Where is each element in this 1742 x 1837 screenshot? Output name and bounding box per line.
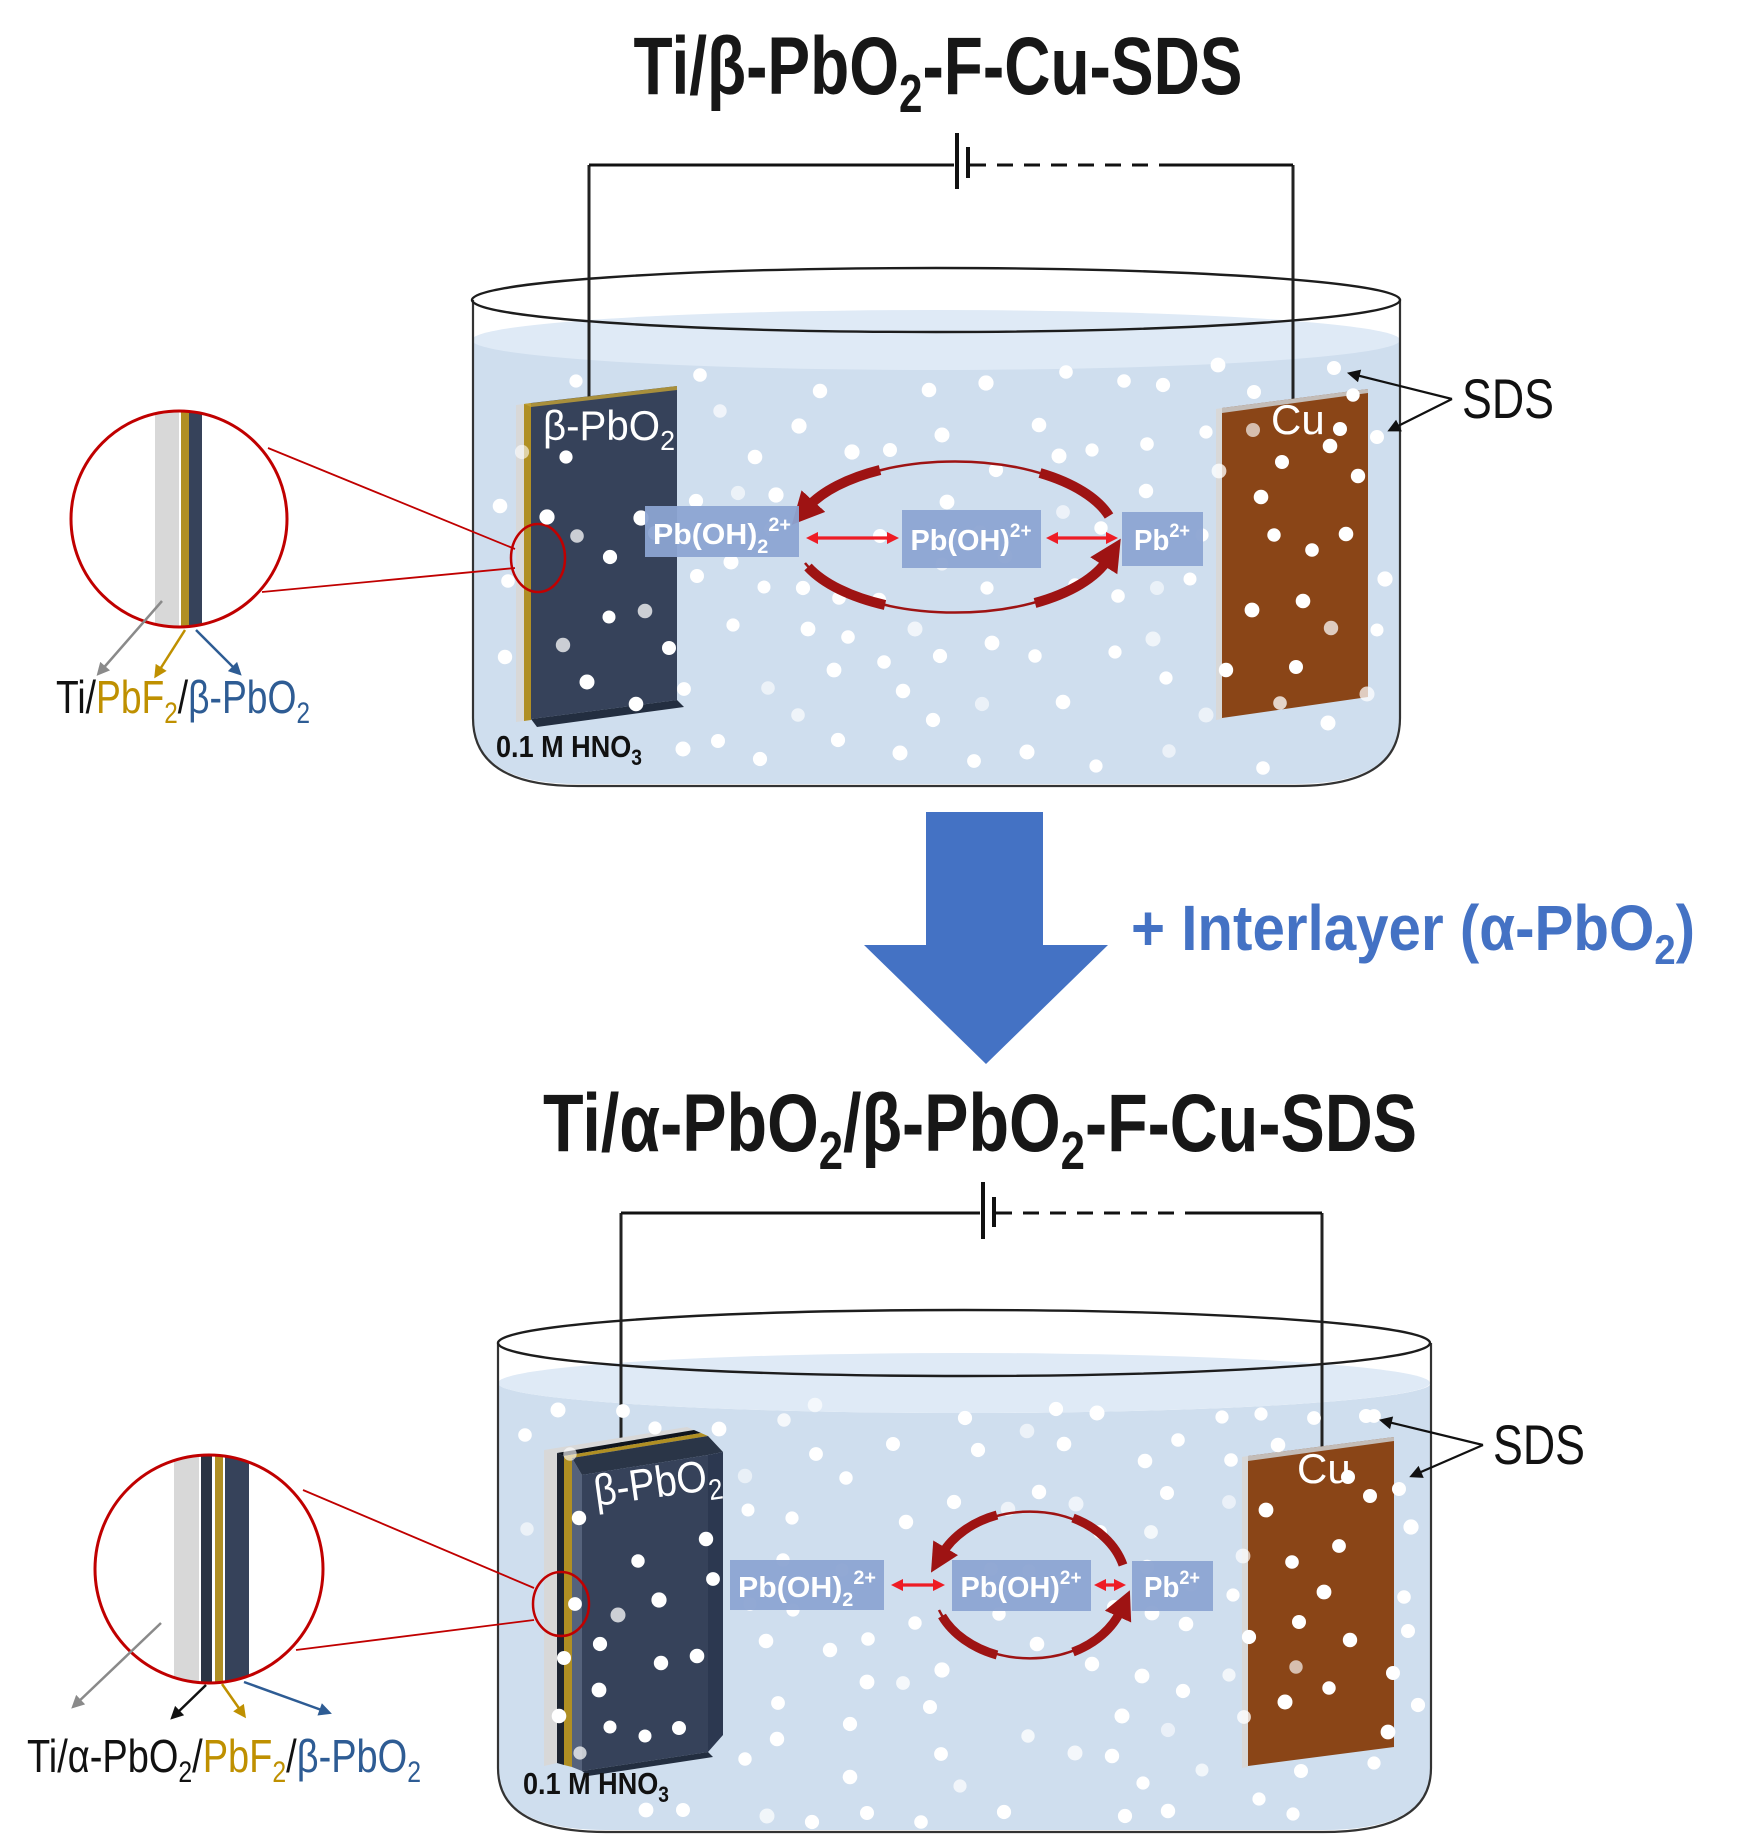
svg-text:Cu: Cu [1297, 1445, 1351, 1492]
svg-text:Ti/β-PbO2-F-Cu-SDS: Ti/β-PbO2-F-Cu-SDS [634, 21, 1243, 124]
svg-text:β-PbO2: β-PbO2 [543, 402, 675, 456]
svg-text:Pb2+: Pb2+ [1134, 521, 1190, 557]
svg-text:SDS: SDS [1493, 1413, 1585, 1476]
svg-text:Ti/α-PbO2/PbF2/β-PbO2: Ti/α-PbO2/PbF2/β-PbO2 [27, 1730, 421, 1789]
svg-text:SDS: SDS [1462, 367, 1554, 430]
svg-text:Pb(OH)22+: Pb(OH)22+ [738, 1568, 876, 1611]
svg-text:Ti/α-PbO2/β-PbO2-F-Cu-SDS: Ti/α-PbO2/β-PbO2-F-Cu-SDS [543, 1078, 1417, 1181]
svg-text:0.1 M HNO3: 0.1 M HNO3 [523, 1766, 669, 1807]
svg-text:Pb(OH)22+: Pb(OH)22+ [653, 515, 791, 558]
svg-text:Cu: Cu [1271, 396, 1325, 443]
svg-text:0.1 M HNO3: 0.1 M HNO3 [496, 729, 642, 770]
svg-text:Pb(OH)2+: Pb(OH)2+ [911, 521, 1032, 557]
svg-text:Ti/PbF2/β-PbO2: Ti/PbF2/β-PbO2 [56, 671, 310, 730]
svg-text:+ Interlayer (α-PbO2): + Interlayer (α-PbO2) [1131, 892, 1695, 973]
